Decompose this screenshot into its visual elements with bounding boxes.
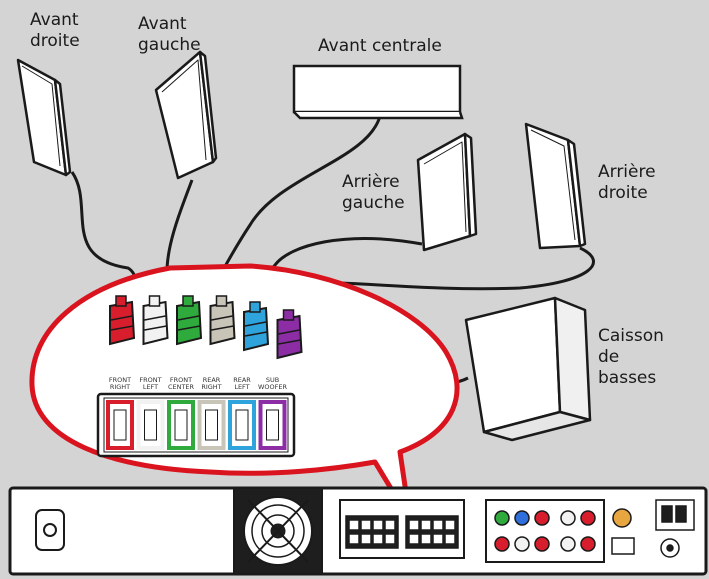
rear-right-speaker	[524, 122, 587, 250]
label-rear-right: Arrière droite	[598, 162, 656, 203]
terminal-socket	[258, 400, 287, 450]
terminal-socket-inner	[113, 409, 127, 441]
terminal-label: REAR RIGHT	[201, 376, 222, 391]
center-speaker	[292, 64, 464, 120]
speaker-plug	[209, 295, 236, 346]
terminal-label: FRONT RIGHT	[108, 376, 132, 391]
terminal-socket-inner	[144, 409, 157, 441]
rear-speaker-outputs	[339, 499, 465, 559]
speaker-plug	[142, 295, 169, 346]
terminal-socket-inner	[205, 409, 218, 441]
speaker-plug	[109, 295, 136, 346]
terminal-socket	[197, 400, 226, 450]
cooling-fan	[233, 487, 323, 575]
terminal-label: FRONT LEFT	[139, 376, 162, 391]
front-left-speaker	[154, 50, 218, 180]
label-center: Avant centrale	[318, 36, 442, 56]
label-front-right: Avant droite	[30, 10, 80, 51]
terminal-sockets	[106, 400, 287, 450]
terminal-socket-inner	[235, 409, 249, 441]
speaker-plug	[176, 295, 203, 346]
subwoofer-box	[464, 296, 592, 442]
terminal-socket-inner	[174, 409, 188, 441]
terminal-socket	[167, 400, 195, 450]
speaker-plug	[243, 301, 270, 352]
terminal-label: FRONT CENTER	[167, 376, 195, 391]
terminal-socket-inner	[266, 409, 279, 441]
terminal-label: SUB WOOFER	[257, 376, 288, 391]
speaker-plugs	[109, 295, 303, 360]
terminal-label: REAR LEFT	[233, 376, 251, 391]
rear-av-jacks	[485, 499, 695, 563]
label-subwoofer: Caisson de basses	[598, 326, 664, 388]
rear-left-speaker	[416, 132, 478, 252]
terminal-socket	[106, 400, 134, 450]
speaker-plug	[276, 309, 303, 360]
front-right-speaker	[16, 58, 72, 177]
label-front-left: Avant gauche	[138, 14, 201, 55]
label-rear-left: Arrière gauche	[342, 172, 405, 213]
terminal-socket	[136, 400, 165, 450]
terminal-socket	[228, 400, 256, 450]
